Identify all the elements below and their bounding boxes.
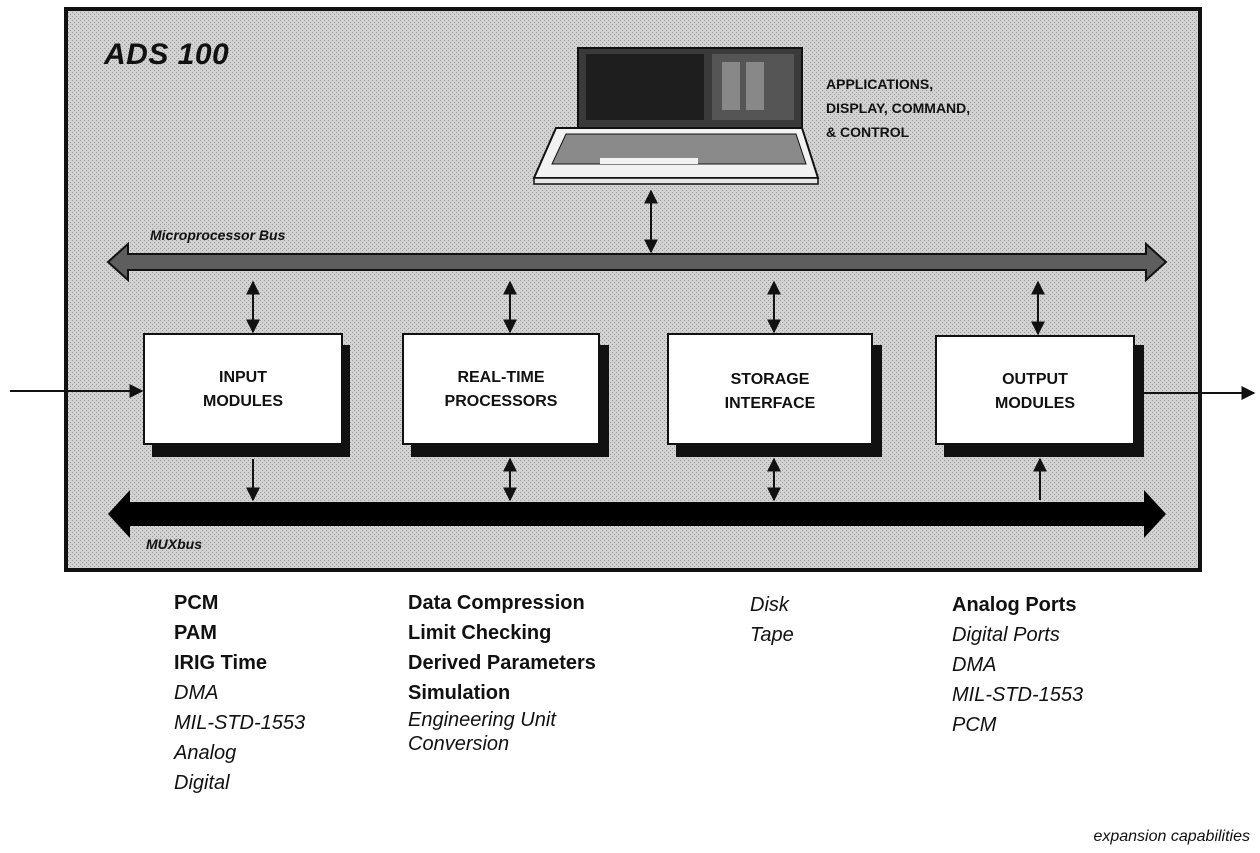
capability-item: Data Compression [408,588,596,618]
capability-item: DMA [952,650,1083,680]
console-label: APPLICATIONS, DISPLAY, COMMAND, & CONTRO… [826,72,970,144]
capability-item: Disk [750,590,794,620]
mux-bus-label: MUXbus [146,536,202,552]
module-label-input: INPUT MODULES [144,366,342,414]
capability-item: Derived Parameters [408,648,596,678]
capability-item: IRIG Time [174,648,305,678]
capability-item: PCM [174,588,305,618]
capability-item: Limit Checking [408,618,596,648]
capability-item: Digital Ports [952,620,1083,650]
capability-item: Analog [174,738,305,768]
capability-item: PAM [174,618,305,648]
capability-item: DMA [174,678,305,708]
capability-item: PCM [952,710,1083,740]
figure-caption: expansion capabilities [1093,828,1250,846]
system-title: ADS 100 [104,38,229,72]
capability-item: Engineering Unit Conversion [408,708,596,756]
module-label-output: OUTPUT MODULES [936,368,1134,416]
capability-item: MIL-STD-1553 [952,680,1083,710]
capability-item: Digital [174,768,305,798]
capability-item: Simulation [408,678,596,708]
module-label-storage: STORAGE INTERFACE [668,368,872,416]
microprocessor-bus-label: Microprocessor Bus [150,227,285,243]
capability-item: Tape [750,620,794,650]
capability-item: Analog Ports [952,590,1083,620]
capability-item: MIL-STD-1553 [174,708,305,738]
module-label-processors: REAL-TIME PROCESSORS [403,366,599,414]
